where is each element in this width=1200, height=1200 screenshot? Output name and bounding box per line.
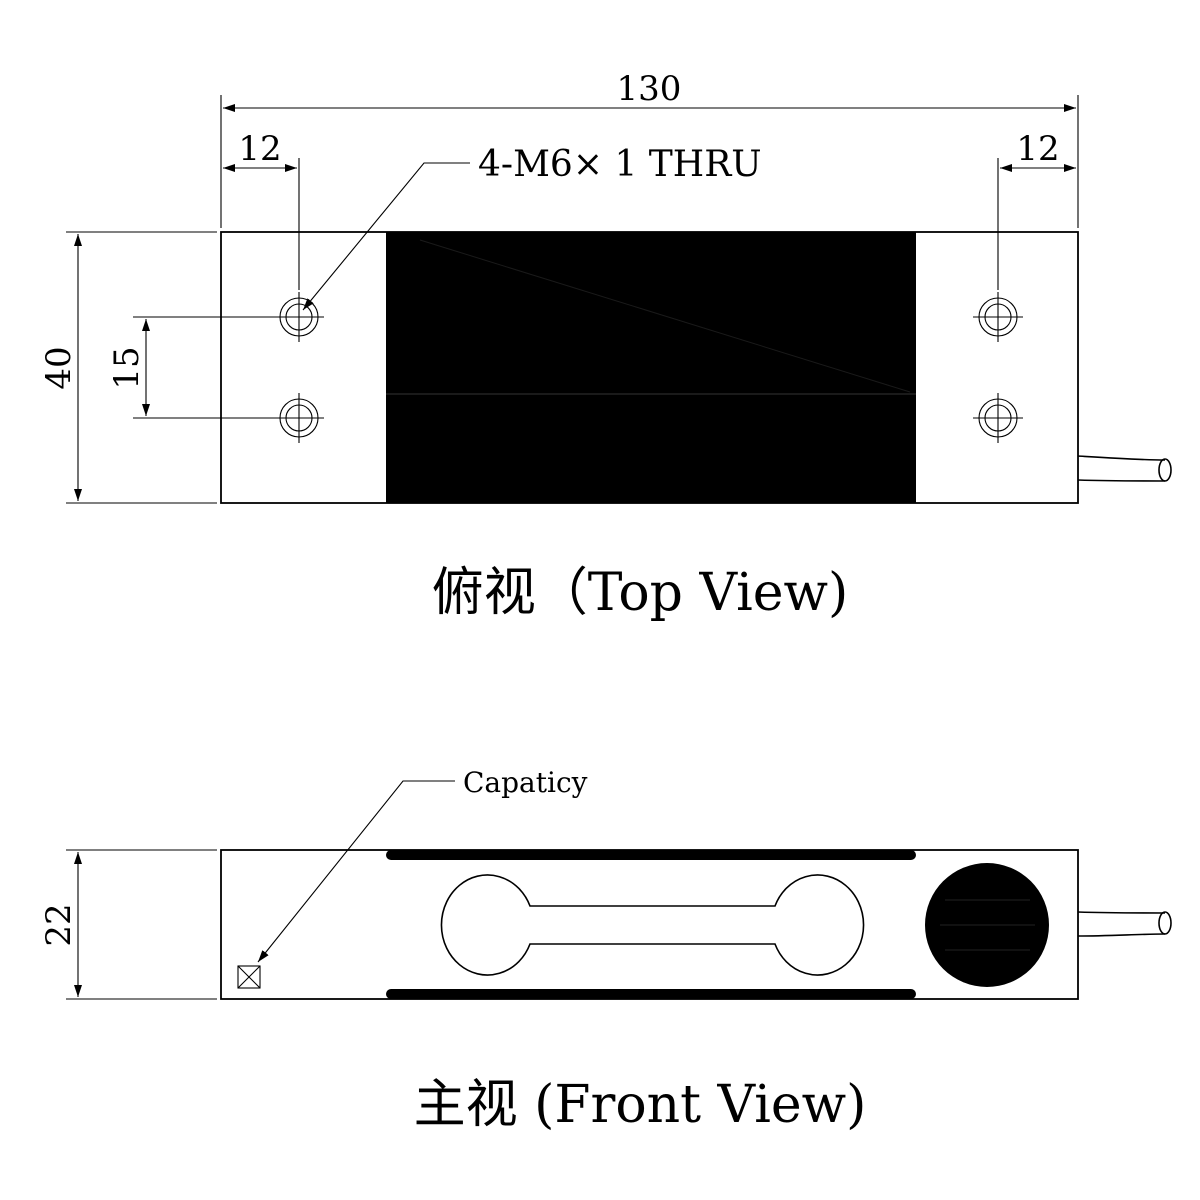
dim-right-hole-offset: 12 — [997, 129, 1076, 290]
top-view: 130 12 12 4-M6× 1 THRU 40 — [39, 69, 1172, 623]
dim-overall-length: 130 — [220, 69, 1079, 228]
top-cable — [1077, 455, 1172, 482]
hole-left-top — [274, 292, 324, 342]
mounting-holes — [274, 292, 1023, 443]
dim-label-130: 130 — [617, 69, 682, 109]
hole-callout-text: 4-M6× 1 THRU — [478, 144, 762, 185]
dim-label-40: 40 — [39, 346, 79, 389]
hole-right-bottom — [973, 393, 1023, 443]
front-view: Capaticy 22 主视 (Front View) — [39, 766, 1172, 1135]
dumbbell-cutout — [440, 874, 865, 976]
top-gauge-cover — [386, 232, 916, 503]
front-round-label — [925, 863, 1049, 987]
dim-height: 22 — [39, 849, 217, 1000]
front-cable — [1077, 911, 1172, 937]
front-bottom-strip — [386, 989, 916, 999]
hole-left-bottom — [274, 393, 324, 443]
dim-left-hole-offset: 12 — [223, 129, 300, 290]
dim-width: 40 — [39, 231, 217, 504]
dim-label-15: 15 — [107, 346, 147, 389]
hole-callout: 4-M6× 1 THRU — [302, 144, 762, 311]
front-view-title: 主视 (Front View) — [414, 1075, 867, 1135]
capacity-mark-box — [237, 965, 261, 989]
dim-hole-spacing: 15 — [107, 316, 278, 419]
dim-label-left-12: 12 — [238, 129, 281, 169]
dim-label-right-12: 12 — [1016, 129, 1059, 169]
capacity-callout-text: Capaticy — [463, 766, 588, 799]
hole-right-top — [973, 292, 1023, 342]
top-view-title: 俯视（Top View) — [432, 563, 849, 623]
capacity-callout: Capaticy — [257, 766, 588, 963]
dim-label-22: 22 — [39, 903, 79, 946]
front-top-strip — [386, 850, 916, 860]
